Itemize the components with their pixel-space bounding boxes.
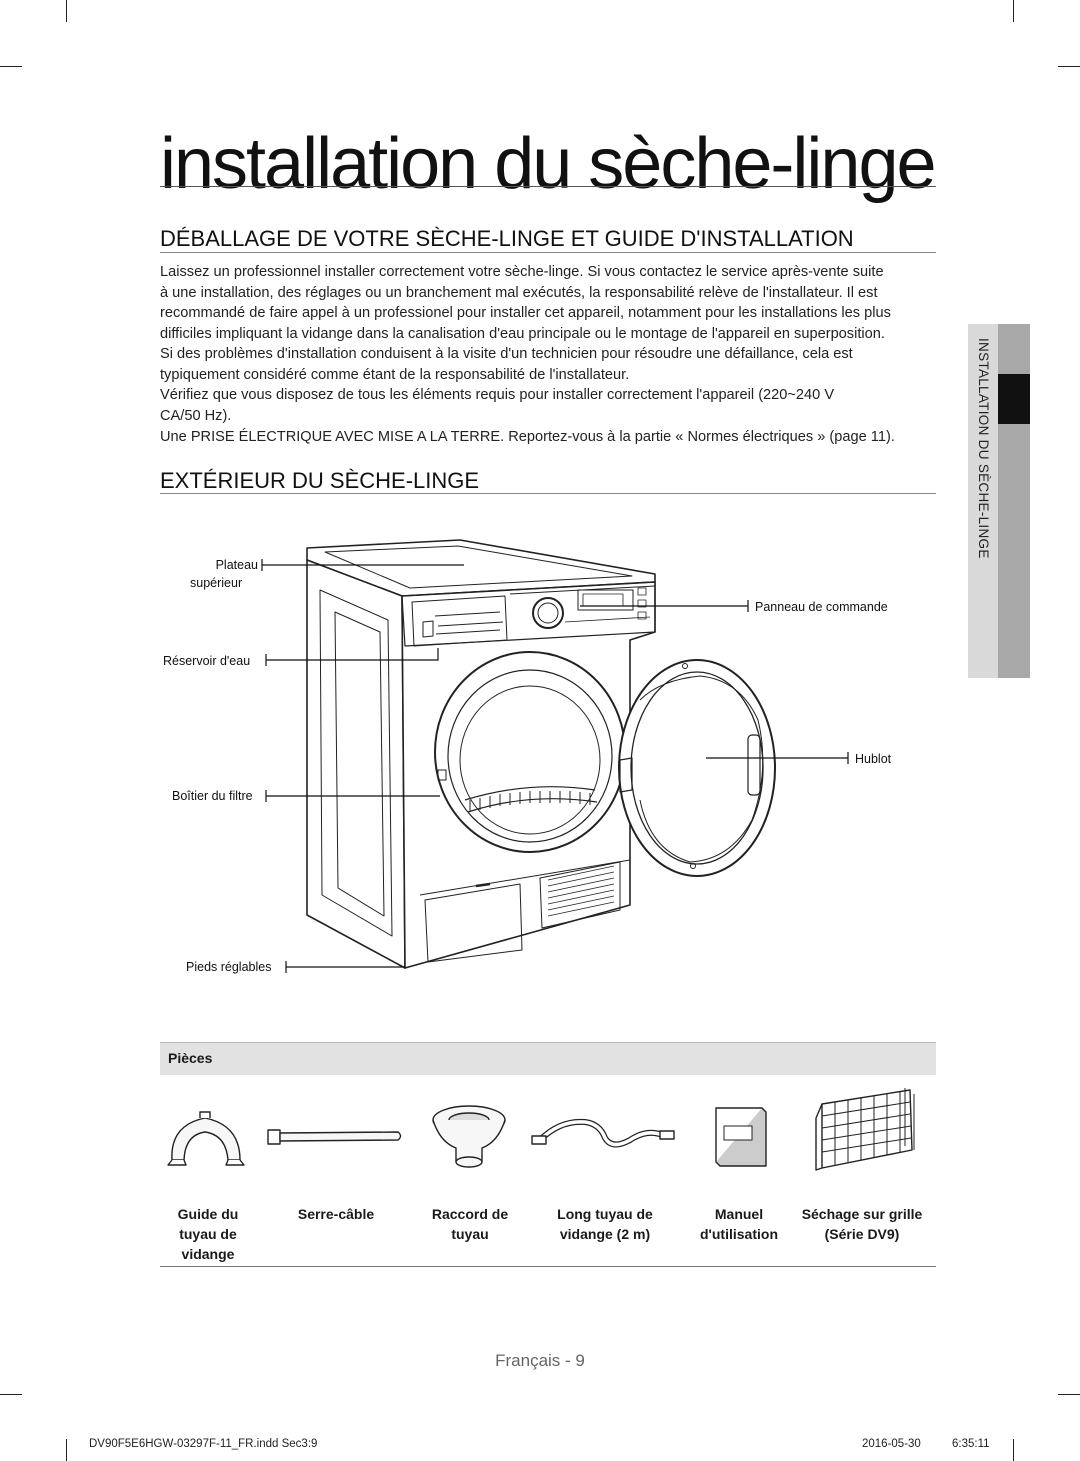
crop-mark bbox=[1058, 1394, 1080, 1395]
part-label-line: d'utilisation bbox=[700, 1226, 778, 1242]
text-line: CA/50 Hz). bbox=[160, 407, 232, 424]
title-rule bbox=[160, 186, 936, 187]
part-label-line: Guide du bbox=[177, 1206, 239, 1222]
page-title: installation du sèche-linge bbox=[160, 124, 937, 204]
side-tab-marker bbox=[998, 374, 1030, 424]
text-line: typiquement considéré comme étant de la … bbox=[160, 366, 630, 383]
part-label-line: (Série DV9) bbox=[824, 1226, 900, 1242]
chapter-side-tab: INSTALLATION DU SÈCHE-LINGE bbox=[968, 324, 1030, 678]
part-label-line: Serre-câble bbox=[297, 1206, 375, 1222]
part-label-line: vidange bbox=[181, 1246, 235, 1262]
footer-date: 2016-05-30 bbox=[862, 1438, 921, 1450]
crop-mark bbox=[66, 0, 67, 22]
crop-mark bbox=[0, 66, 22, 67]
parts-heading: Pièces bbox=[168, 1050, 213, 1066]
section-heading-unpacking: DÉBALLAGE DE VOTRE SÈCHE-LINGE ET GUIDE … bbox=[160, 226, 854, 251]
crop-mark bbox=[1058, 66, 1080, 67]
text-line: à une installation, des réglages ou un b… bbox=[160, 284, 878, 301]
part-label-line: Séchage sur grille bbox=[801, 1206, 923, 1222]
callout-water-tank: Réservoir d'eau bbox=[163, 654, 251, 668]
footer-time: 6:35:11 bbox=[952, 1438, 990, 1450]
side-tab-label: INSTALLATION DU SÈCHE-LINGE bbox=[976, 338, 991, 559]
callout-adjustable-feet: Pieds réglables bbox=[186, 960, 272, 974]
callout-label: Plateau bbox=[215, 558, 258, 572]
hose-connector-icon bbox=[432, 1105, 506, 1168]
parts-header: Pièces bbox=[160, 1042, 936, 1075]
parts-bottom-rule bbox=[160, 1266, 936, 1267]
crop-mark bbox=[1013, 1439, 1014, 1461]
text-line: Vérifiez que vous disposez de tous les é… bbox=[160, 387, 835, 403]
section-rule bbox=[160, 252, 936, 253]
part-label-drying-rack: Séchage sur grille (Série DV9) bbox=[792, 1204, 932, 1244]
callout-filter-housing: Boîtier du filtre bbox=[172, 789, 253, 803]
callout-door: Hublot bbox=[855, 752, 892, 766]
part-label-manual: Manuel d'utilisation bbox=[684, 1204, 794, 1244]
callout-control-panel: Panneau de commande bbox=[755, 600, 888, 614]
page-number: Français - 9 bbox=[495, 1351, 585, 1370]
crop-mark bbox=[66, 1439, 67, 1461]
part-label-hose-connector: Raccord de tuyau bbox=[410, 1204, 530, 1244]
text-line: difficiles impliquant la vidange dans la… bbox=[160, 325, 885, 342]
intro-paragraph: Laissez un professionnel installer corre… bbox=[160, 262, 938, 385]
part-label-line: Raccord de bbox=[431, 1206, 509, 1222]
cable-tie-icon bbox=[267, 1129, 402, 1145]
part-label-drain-hose: Long tuyau de vidange (2 m) bbox=[540, 1204, 670, 1244]
part-label-line: tuyau de bbox=[179, 1226, 237, 1242]
callout-top-plate: Plateau bbox=[206, 556, 258, 574]
hose-guide-icon bbox=[167, 1111, 245, 1166]
part-label-line: Long tuyau de bbox=[557, 1206, 653, 1222]
crop-mark bbox=[1013, 0, 1014, 22]
text-line: Laissez un professionnel installer corre… bbox=[160, 264, 884, 280]
part-label-cable-tie: Serre-câble bbox=[276, 1204, 396, 1224]
crop-mark bbox=[0, 1394, 22, 1395]
section-rule bbox=[160, 493, 936, 494]
drain-hose-icon bbox=[531, 1118, 675, 1148]
requirements-paragraph: Vérifiez que vous disposez de tous les é… bbox=[160, 385, 938, 426]
section-heading-exterior: EXTÉRIEUR DU SÈCHE-LINGE bbox=[160, 468, 480, 493]
text-line: recommandé de faire appel à un professio… bbox=[160, 305, 891, 321]
drying-rack-icon bbox=[815, 1088, 915, 1171]
text-line: Si des problèmes d'installation conduise… bbox=[160, 346, 853, 362]
callout-top-plate-2: supérieur bbox=[190, 576, 243, 590]
part-label-hose-guide: Guide du tuyau de vidange bbox=[160, 1204, 256, 1264]
part-label-line: vidange (2 m) bbox=[559, 1226, 651, 1242]
text-line: Une PRISE ÉLECTRIQUE AVEC MISE A LA TERR… bbox=[160, 429, 895, 445]
part-label-line: Manuel bbox=[714, 1206, 764, 1222]
footer-filename: DV90F5E6HGW-03297F-11_FR.indd Sec3:9 bbox=[89, 1438, 318, 1450]
manual-icon bbox=[715, 1107, 767, 1167]
outlet-paragraph: Une PRISE ÉLECTRIQUE AVEC MISE A LA TERR… bbox=[160, 427, 938, 448]
part-label-line: tuyau bbox=[451, 1226, 489, 1242]
